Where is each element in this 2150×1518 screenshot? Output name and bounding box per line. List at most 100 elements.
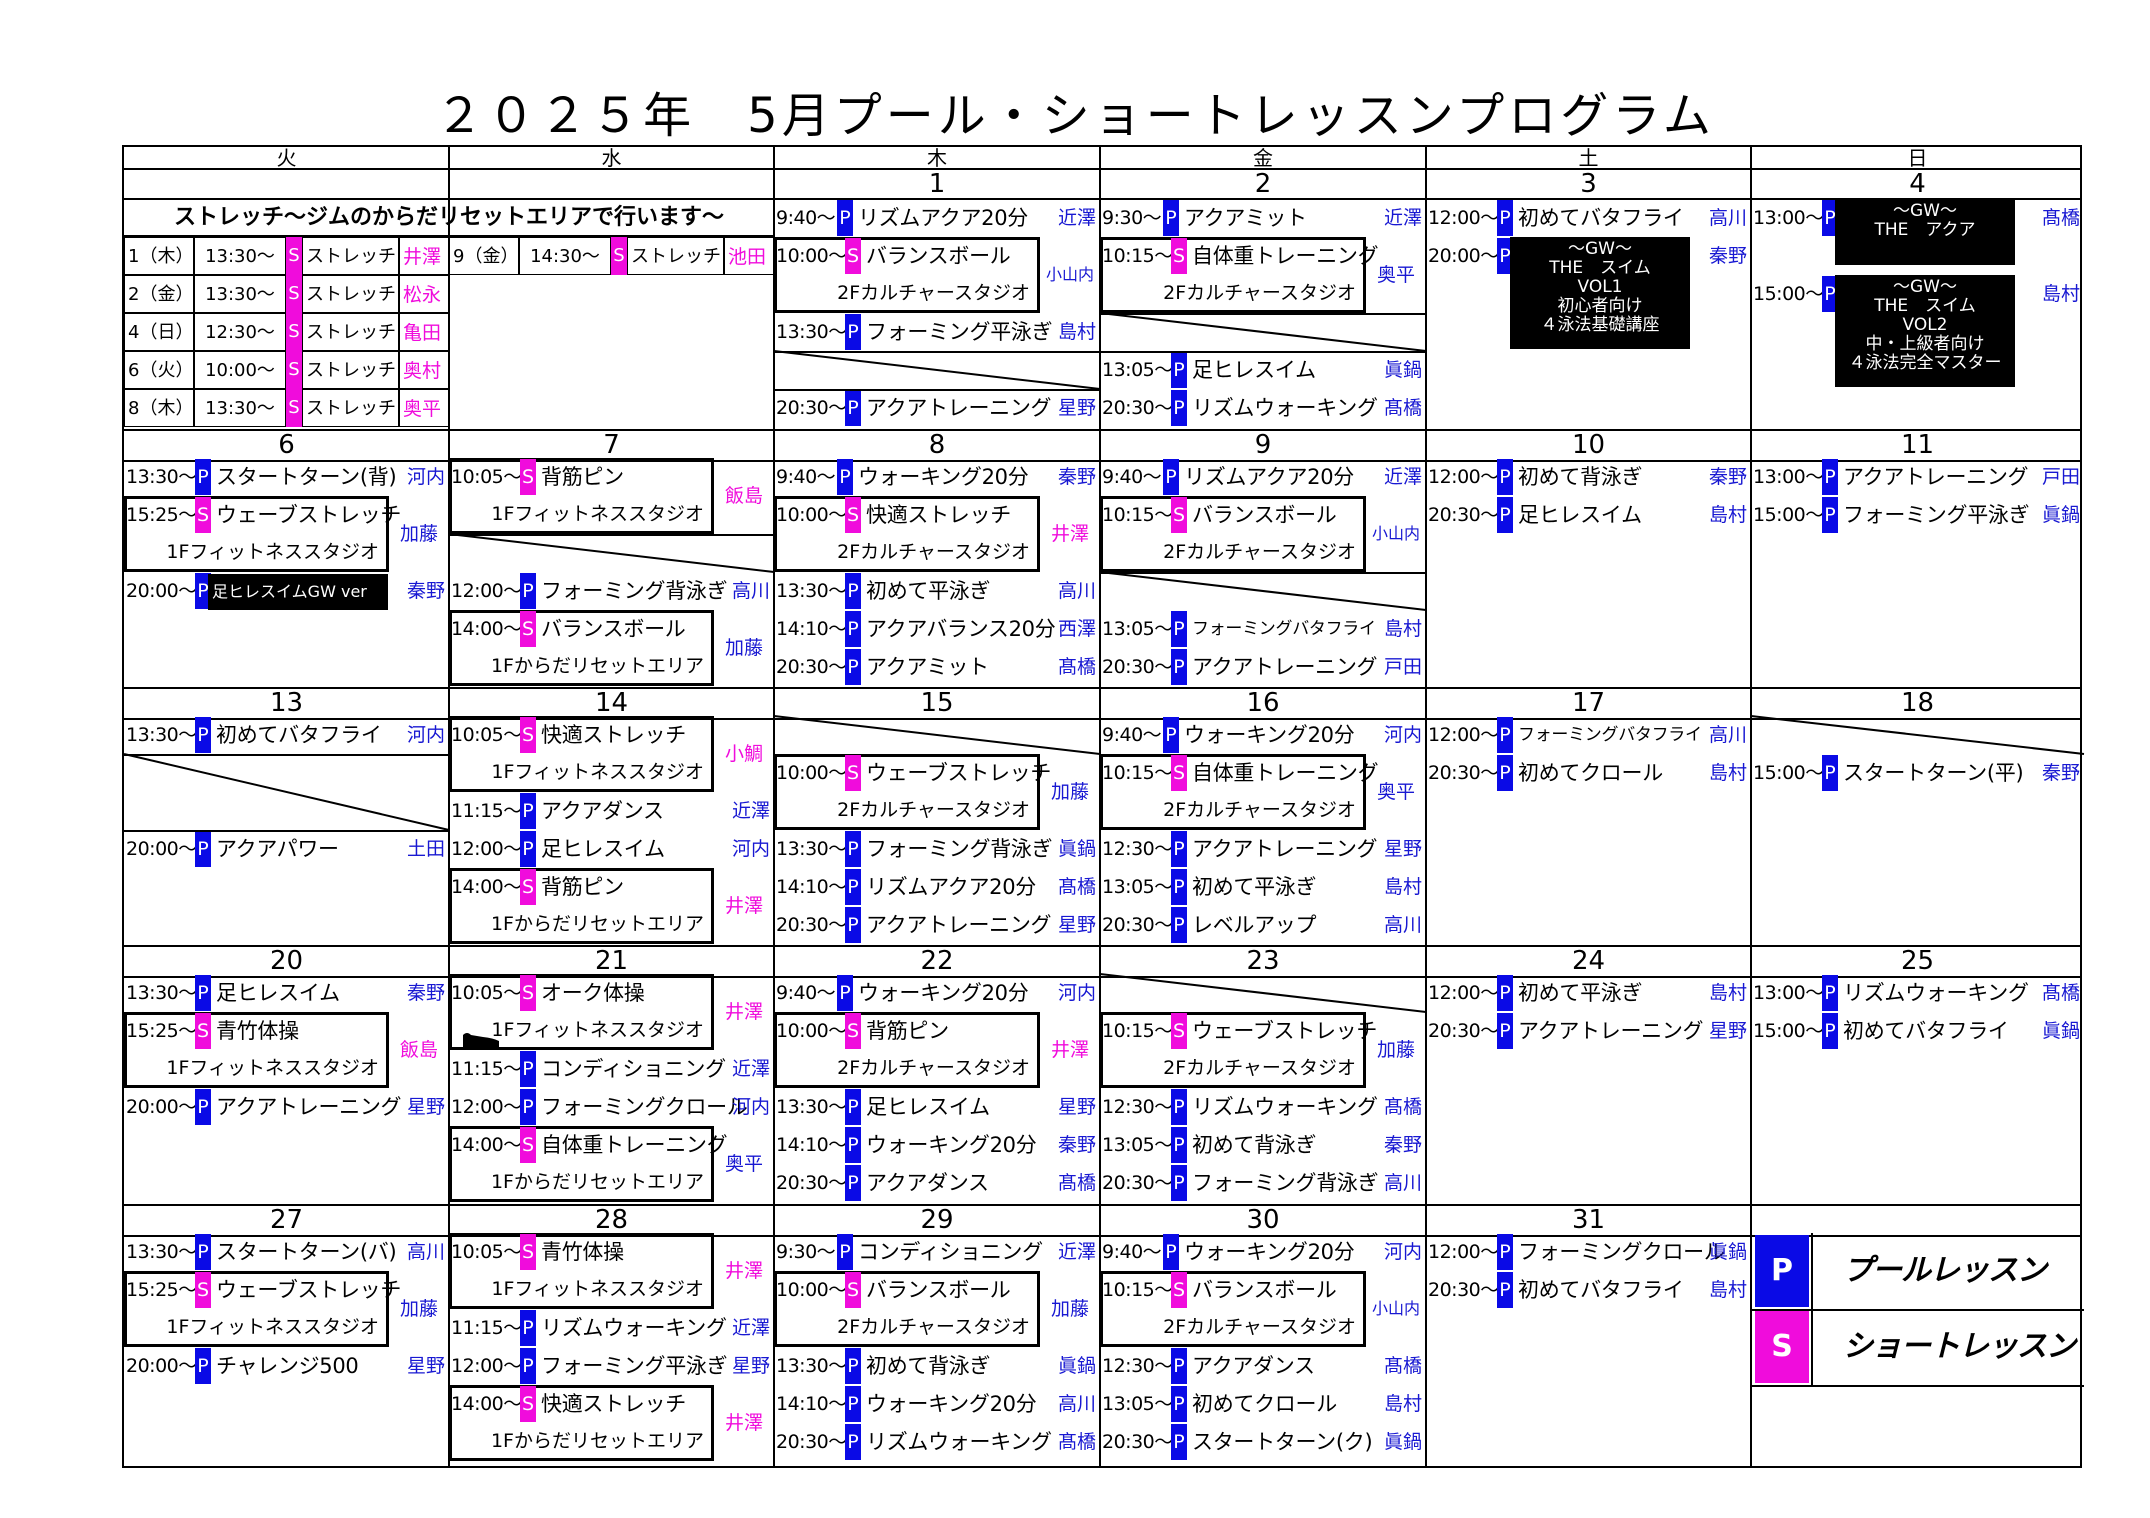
pool-marker: P bbox=[1171, 1348, 1187, 1384]
date-number: 14 bbox=[594, 688, 629, 718]
instructor-name: 戸田 bbox=[1383, 656, 1422, 678]
lesson-time: 11:15～ bbox=[451, 1317, 522, 1339]
lesson-time: 9:40～ bbox=[776, 982, 836, 1004]
instructor-name: 河内 bbox=[731, 1096, 770, 1118]
lesson-time: 12:00～ bbox=[1428, 724, 1499, 746]
lesson-name: アクアトレーニング bbox=[866, 396, 1052, 420]
stretch-name: ストレッチ bbox=[302, 389, 399, 427]
lesson-time: 20:00～ bbox=[126, 580, 197, 602]
special-line: ４泳法基礎講座 bbox=[1540, 315, 1660, 335]
short-marker: S bbox=[845, 755, 861, 791]
instructor-name: 河内 bbox=[731, 838, 770, 860]
instructor-name: 河内 bbox=[406, 466, 445, 488]
lesson-time: 15:25～ bbox=[126, 504, 197, 526]
lesson-time: 20:00～ bbox=[126, 1096, 197, 1118]
lesson-name: レベルアップ bbox=[1192, 913, 1317, 937]
pool-marker: P bbox=[1497, 459, 1513, 495]
instructor-name: 星野 bbox=[1708, 1020, 1747, 1042]
short-marker: S bbox=[1171, 1013, 1187, 1049]
stretch-time: 13:30～ bbox=[194, 275, 286, 313]
pool-marker: P bbox=[1163, 459, 1179, 495]
lesson-name: 初めて平泳ぎ bbox=[1518, 981, 1643, 1005]
lesson-time: 20:30～ bbox=[776, 1431, 847, 1453]
stretch-time: 10:00～ bbox=[194, 351, 286, 389]
instructor-name: 小山内 bbox=[1371, 524, 1420, 543]
stretch-date: 2（金） bbox=[124, 275, 194, 313]
lesson-time: 10:00～ bbox=[776, 762, 847, 784]
instructor-name: 秦野 bbox=[1708, 245, 1747, 267]
date-number: 16 bbox=[1246, 688, 1280, 718]
lesson-name: フォーミングクロール bbox=[541, 1095, 748, 1119]
lesson-name: ウォーキング20分 bbox=[1184, 723, 1355, 747]
lesson-name: アクアダンス bbox=[1192, 1354, 1315, 1378]
pool-marker: P bbox=[1171, 869, 1187, 905]
studio-location: 1Fからだリセットエリア bbox=[490, 913, 704, 935]
studio-location: 1Fフィットネススタジオ bbox=[491, 503, 704, 525]
lesson-time: 9:30～ bbox=[776, 1241, 836, 1263]
lesson-name: アクアパワー bbox=[216, 837, 339, 861]
instructor-name: 高川 bbox=[1057, 1393, 1096, 1415]
studio-location: 2Fカルチャースタジオ bbox=[1163, 1316, 1356, 1338]
lesson-name: ウォーキング20分 bbox=[858, 981, 1029, 1005]
no-lesson-diagonal bbox=[1099, 571, 1427, 611]
pool-marker: P bbox=[195, 1234, 211, 1270]
gw-fin-swim-box: 足ヒレスイムGW ver bbox=[208, 574, 388, 610]
pool-marker: P bbox=[837, 1234, 853, 1270]
instructor-name: 小鯛 bbox=[724, 743, 763, 765]
lesson-name: 足ヒレスイム bbox=[541, 837, 665, 861]
pool-lesson-legend: プールレッスン bbox=[1843, 1253, 2047, 1288]
short-marker: S bbox=[520, 1386, 536, 1422]
lesson-name: ウェーブストレッチ bbox=[216, 1278, 402, 1302]
lesson-time: 10:00～ bbox=[776, 504, 847, 526]
short-legend-marker: S bbox=[1755, 1311, 1809, 1383]
lesson-time: 13:05～ bbox=[1102, 1134, 1173, 1156]
special-line: ～GW～ bbox=[1893, 201, 1957, 221]
short-marker: S bbox=[1171, 755, 1187, 791]
stretch-time: 14:30～ bbox=[519, 237, 611, 275]
short-marker: S bbox=[845, 238, 861, 274]
instructor-name: 高川 bbox=[1708, 207, 1747, 229]
lesson-name: ウォーキング20分 bbox=[1184, 1240, 1355, 1264]
pool-marker: P bbox=[1171, 390, 1187, 426]
date-number: 15 bbox=[920, 688, 954, 718]
date-number: 25 bbox=[1900, 946, 1935, 976]
lesson-name: 初めてバタフライ bbox=[1843, 1019, 2009, 1043]
short-lesson-box bbox=[1100, 754, 1366, 830]
studio-location: 1Fフィットネススタジオ bbox=[491, 1019, 704, 1041]
date-number: 1 bbox=[928, 169, 946, 199]
lesson-name: スタートターン(平) bbox=[1843, 761, 2024, 785]
lesson-time: 15:25～ bbox=[126, 1020, 197, 1042]
lesson-time: 13:30～ bbox=[126, 982, 197, 1004]
special-line: 中・上級者向け bbox=[1865, 334, 1985, 354]
pool-marker: P bbox=[1171, 1386, 1187, 1422]
date-number: 17 bbox=[1571, 688, 1606, 718]
stretch-instructor: 亀田 bbox=[399, 313, 449, 351]
instructor-name: 髙橋 bbox=[1057, 656, 1096, 678]
studio-location: 2Fカルチャースタジオ bbox=[1163, 282, 1356, 304]
instructor-name: 眞鍋 bbox=[1383, 359, 1422, 381]
day-name-header: 土 bbox=[1578, 147, 1599, 169]
date-number: 30 bbox=[1246, 1205, 1280, 1235]
lesson-time: 15:00～ bbox=[1753, 283, 1824, 305]
